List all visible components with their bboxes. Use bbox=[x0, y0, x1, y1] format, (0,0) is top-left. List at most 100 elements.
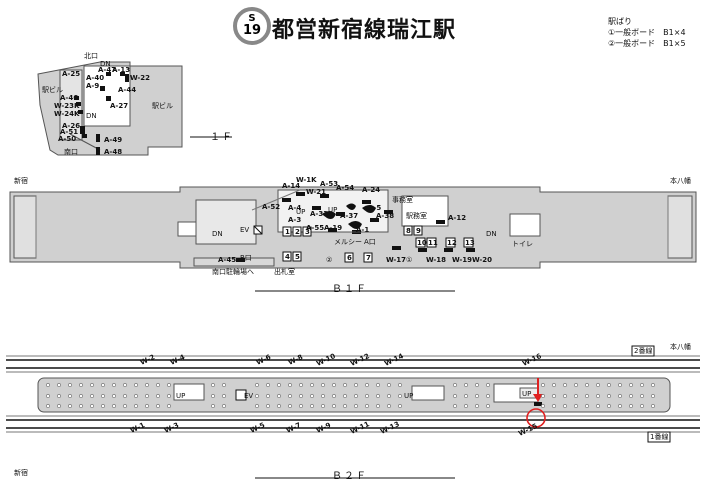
pillar-dot bbox=[156, 404, 160, 408]
sign-code: W-22 bbox=[130, 74, 151, 82]
station-name: 都営新宿線瑞江駅 bbox=[272, 18, 457, 43]
pillar-dot bbox=[486, 383, 490, 387]
pillar-dot bbox=[46, 404, 50, 408]
station-building-label: 駅ビル bbox=[152, 102, 173, 110]
bicycle-parking-label: 南口駐輪場へ bbox=[212, 268, 254, 276]
board-type-1-label: ① bbox=[406, 256, 413, 264]
pillar-dot bbox=[475, 404, 479, 408]
pillar-dot bbox=[387, 394, 391, 398]
board-number: 1 bbox=[285, 228, 290, 236]
sign-code: A-14 bbox=[282, 182, 301, 190]
sign-code: A-13 bbox=[112, 66, 131, 74]
pillar-dot bbox=[607, 383, 611, 387]
exit-b-label: B口 bbox=[240, 254, 252, 262]
board-type-2-label: ② bbox=[326, 256, 333, 264]
pillar-dot bbox=[453, 383, 457, 387]
pillar-dot bbox=[585, 394, 589, 398]
pillar-dot bbox=[332, 394, 336, 398]
pillar-dot bbox=[112, 394, 116, 398]
pillar-dot bbox=[475, 394, 479, 398]
up-label: UP bbox=[176, 392, 186, 400]
pillar-dot bbox=[299, 394, 303, 398]
pillar-dot bbox=[46, 394, 50, 398]
pillar-dot bbox=[398, 383, 402, 387]
pillar-dot bbox=[585, 404, 589, 408]
highlight-circle bbox=[526, 408, 546, 428]
pillar-dot bbox=[618, 383, 622, 387]
pillar-dot bbox=[112, 383, 116, 387]
sign-code: W-17 bbox=[386, 256, 407, 264]
pillar-dot bbox=[618, 394, 622, 398]
sign-marker bbox=[96, 147, 100, 155]
up-label: UP bbox=[296, 208, 306, 216]
pillar-dot bbox=[596, 394, 600, 398]
pillar-dot bbox=[288, 404, 292, 408]
sign-code: A-50 bbox=[58, 135, 77, 143]
sign-code: A-26 bbox=[62, 122, 81, 130]
sign-marker bbox=[96, 134, 100, 142]
pillar-dot bbox=[211, 404, 215, 408]
pillar-dot bbox=[101, 383, 105, 387]
pillar-dot bbox=[651, 394, 655, 398]
pillar-dot bbox=[123, 404, 127, 408]
pillar-dot bbox=[145, 394, 149, 398]
pillar-dot bbox=[101, 394, 105, 398]
pillar-dot bbox=[629, 383, 633, 387]
sign-code: A-3 bbox=[288, 216, 302, 224]
pillar-dot bbox=[387, 383, 391, 387]
dn-label: DN bbox=[86, 112, 97, 120]
side-office-label: 事務室 bbox=[392, 196, 413, 204]
sign-code: A-54 bbox=[336, 184, 355, 192]
pillar-dot bbox=[134, 394, 138, 398]
pillar-dot bbox=[552, 394, 556, 398]
pillar-dot bbox=[90, 383, 94, 387]
pillar-dot bbox=[211, 383, 215, 387]
pillar-dot bbox=[398, 394, 402, 398]
pillar-dot bbox=[343, 394, 347, 398]
pillar-dot bbox=[57, 394, 61, 398]
pillar-dot bbox=[310, 383, 314, 387]
elevator-label: EV bbox=[240, 226, 250, 234]
floor-1f-plan bbox=[37, 61, 232, 156]
pillar-dot bbox=[486, 394, 490, 398]
north-exit-label: 北口 bbox=[84, 52, 98, 60]
pillar-dot bbox=[640, 383, 644, 387]
floor-b1f-plan bbox=[9, 186, 697, 292]
pillar-dot bbox=[288, 394, 292, 398]
pillar-dot bbox=[574, 394, 578, 398]
pillar-dot bbox=[574, 404, 578, 408]
up-label: UP bbox=[328, 206, 338, 214]
pillar-dot bbox=[101, 404, 105, 408]
pillar-dot bbox=[222, 383, 226, 387]
legend-item-1: ①一般ボード B1×4 bbox=[608, 28, 686, 37]
pillar-dot bbox=[68, 394, 72, 398]
pillar-dot bbox=[629, 394, 633, 398]
floor-b2f-plan bbox=[6, 345, 700, 479]
pillar-dot bbox=[541, 404, 545, 408]
station-building-label: 駅ビル bbox=[42, 86, 63, 94]
pillar-dot bbox=[563, 383, 567, 387]
pillar-dot bbox=[222, 404, 226, 408]
pillar-dot bbox=[277, 404, 281, 408]
sign-code: A-55 bbox=[306, 224, 325, 232]
sign-code: A-48 bbox=[104, 148, 123, 156]
sign-code: A-45 bbox=[218, 256, 237, 264]
pillar-dot bbox=[68, 383, 72, 387]
board-number: 7 bbox=[366, 254, 371, 262]
pillar-dot bbox=[255, 383, 259, 387]
pillar-dot bbox=[68, 404, 72, 408]
pillar-dot bbox=[79, 404, 83, 408]
pillar-dot bbox=[607, 404, 611, 408]
board-number: 11 bbox=[428, 239, 438, 247]
melcy-label: メルシー bbox=[334, 238, 362, 246]
pillar-dot bbox=[134, 383, 138, 387]
pillar-dot bbox=[112, 404, 116, 408]
pillar-dot bbox=[398, 404, 402, 408]
sign-code: A-5 bbox=[368, 204, 382, 212]
pillar-dot bbox=[310, 404, 314, 408]
pillar-dot bbox=[475, 383, 479, 387]
pillar-dot bbox=[321, 404, 325, 408]
pillar-dot bbox=[266, 383, 270, 387]
pillar-dot bbox=[255, 394, 259, 398]
legend: 駅ばり ①一般ボード B1×4 ②一般ボード B1×5 bbox=[608, 16, 686, 49]
